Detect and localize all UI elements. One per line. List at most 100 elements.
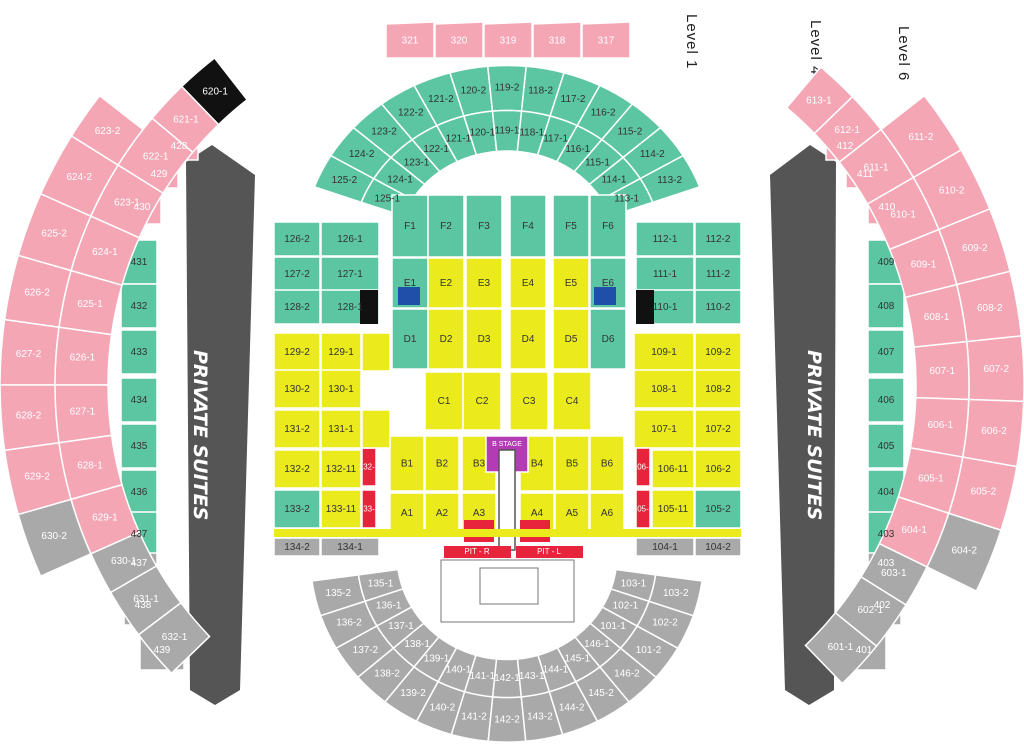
section-d5[interactable] — [552, 308, 590, 370]
section-627-2[interactable] — [0, 318, 60, 386]
section-629-1[interactable] — [70, 483, 141, 555]
section-c4[interactable] — [552, 371, 592, 431]
section-c1[interactable] — [424, 371, 464, 431]
section-119-2[interactable] — [486, 64, 528, 112]
section-134-2[interactable] — [273, 537, 321, 557]
section-109-1[interactable] — [633, 332, 695, 372]
section-625-1[interactable] — [58, 269, 123, 336]
section-432[interactable] — [120, 283, 158, 329]
section-107-1[interactable] — [633, 409, 695, 449]
section-144-1[interactable] — [537, 646, 577, 693]
section-606-1[interactable] — [909, 396, 970, 458]
section-601-1[interactable] — [804, 611, 878, 685]
section-108-1[interactable] — [633, 369, 695, 409]
section-433[interactable] — [120, 329, 158, 375]
section-f4[interactable] — [509, 194, 547, 258]
section-block[interactable] — [361, 409, 391, 449]
section-133-1[interactable] — [361, 489, 377, 529]
section-105-11[interactable] — [651, 489, 695, 529]
section-630-1[interactable] — [89, 531, 158, 594]
section-628-2[interactable] — [0, 384, 60, 452]
section-105-2[interactable] — [694, 489, 742, 529]
section-318[interactable] — [532, 21, 582, 59]
section-b5[interactable] — [554, 435, 590, 492]
section-626-1[interactable] — [54, 326, 113, 386]
section-435[interactable] — [120, 423, 158, 469]
section-319[interactable] — [483, 21, 533, 59]
section-133-11[interactable] — [320, 489, 362, 529]
section-d6[interactable] — [589, 308, 627, 370]
section-631-1[interactable] — [109, 564, 182, 636]
section-109-2[interactable] — [694, 332, 742, 372]
section-103-1[interactable] — [610, 568, 657, 603]
section-f5[interactable] — [552, 194, 590, 258]
section-135-1[interactable] — [357, 568, 404, 603]
section-106-1[interactable] — [635, 447, 651, 487]
section-133-2[interactable] — [273, 489, 321, 529]
section-106-11[interactable] — [651, 449, 695, 489]
section-320[interactable] — [434, 21, 484, 59]
section-138-1[interactable] — [392, 622, 440, 668]
section-132-2[interactable] — [273, 449, 321, 489]
section-142-1[interactable] — [491, 658, 523, 699]
section-146-1[interactable] — [574, 622, 622, 668]
section-111-2[interactable] — [694, 256, 742, 292]
section-a1[interactable] — [389, 492, 425, 534]
section-b6[interactable] — [589, 435, 625, 492]
section-111-1[interactable] — [635, 256, 695, 292]
section-block[interactable] — [361, 332, 391, 372]
section-622-1[interactable] — [117, 117, 194, 195]
section-134-1[interactable] — [320, 537, 380, 557]
section-129-1[interactable] — [320, 332, 362, 372]
section-140-1[interactable] — [437, 646, 477, 693]
section-607-1[interactable] — [913, 340, 970, 401]
section-e2[interactable] — [427, 257, 465, 309]
section-321[interactable] — [385, 21, 435, 59]
section-104-1[interactable] — [635, 537, 695, 557]
section-141-1[interactable] — [463, 654, 498, 698]
section-132-11[interactable] — [320, 449, 362, 489]
section-f2[interactable] — [427, 194, 465, 258]
section-119-1[interactable] — [491, 109, 523, 153]
section-101-1[interactable] — [589, 606, 639, 650]
section-628-1[interactable] — [58, 434, 123, 501]
section-143-1[interactable] — [516, 654, 551, 698]
section-112-2[interactable] — [694, 221, 742, 257]
section-105-1[interactable] — [635, 489, 651, 529]
section-606-2[interactable] — [961, 398, 1024, 468]
section-a5[interactable] — [554, 492, 590, 534]
section-a2[interactable] — [424, 492, 460, 534]
section-607-2[interactable] — [965, 335, 1024, 403]
section-f6[interactable] — [589, 194, 627, 258]
section-d2[interactable] — [427, 308, 465, 370]
section-104-2[interactable] — [694, 537, 742, 557]
section-317[interactable] — [581, 21, 631, 59]
section-f1[interactable] — [391, 194, 429, 258]
section-137-1[interactable] — [375, 606, 425, 650]
section-e3[interactable] — [465, 257, 503, 309]
section-127-2[interactable] — [273, 256, 321, 292]
section-624-1[interactable] — [70, 215, 141, 287]
section-131-2[interactable] — [273, 409, 321, 449]
section-128-2[interactable] — [273, 289, 321, 325]
section-405[interactable] — [867, 423, 905, 469]
section-621-1[interactable] — [151, 85, 220, 154]
section-627-1[interactable] — [54, 384, 113, 444]
section-408[interactable] — [867, 283, 905, 329]
section-130-2[interactable] — [273, 369, 321, 409]
section-f3[interactable] — [465, 194, 503, 258]
section-130-1[interactable] — [320, 369, 362, 409]
section-434[interactable] — [120, 377, 158, 423]
section-136-1[interactable] — [364, 587, 413, 627]
section-d4[interactable] — [509, 308, 547, 370]
section-142-2[interactable] — [487, 696, 527, 743]
section-e5[interactable] — [552, 257, 590, 309]
section-b1[interactable] — [389, 435, 425, 492]
section-145-1[interactable] — [556, 636, 601, 683]
section-c2[interactable] — [462, 371, 502, 431]
section-126-1[interactable] — [320, 221, 380, 257]
section-129-2[interactable] — [273, 332, 321, 372]
section-112-1[interactable] — [635, 221, 695, 257]
section-632-1[interactable] — [137, 601, 211, 675]
section-139-1[interactable] — [413, 636, 458, 683]
